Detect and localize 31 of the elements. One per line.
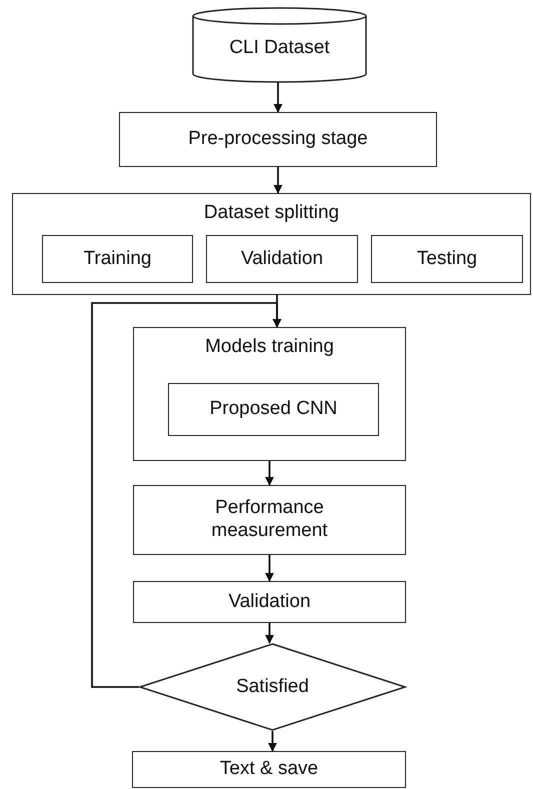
arrow [265,623,274,644]
process-box [132,751,406,788]
node-label: Satisfied [236,676,309,698]
arrow [91,302,282,688]
group-box [133,327,406,461]
node-label: Text & save [220,758,318,781]
arrow [265,555,274,582]
process-box [133,485,406,555]
node-label: Training [84,248,152,270]
process-box [133,581,406,623]
process-box [168,383,379,436]
process-box [42,235,193,283]
arrow [268,731,277,752]
arrow [274,167,282,194]
process-box [119,112,437,167]
decision-diamond [139,643,406,731]
node-label: Validation [228,590,311,614]
process-box [206,235,358,283]
process-box [371,235,523,283]
database-cylinder [192,8,367,82]
node-label: Models training [205,336,334,359]
group-box [12,193,531,295]
node-label: Proposed CNN [210,398,338,421]
arrow [265,461,274,486]
node-label: Performance measurement [210,497,329,543]
node-label: Validation [240,248,324,270]
arrow [274,82,282,113]
node-label: Testing [416,248,478,270]
node-label: Dataset splitting [204,202,340,225]
node-label: CLI Dataset [229,36,330,60]
node-label: Pre-processing stage [188,128,368,151]
